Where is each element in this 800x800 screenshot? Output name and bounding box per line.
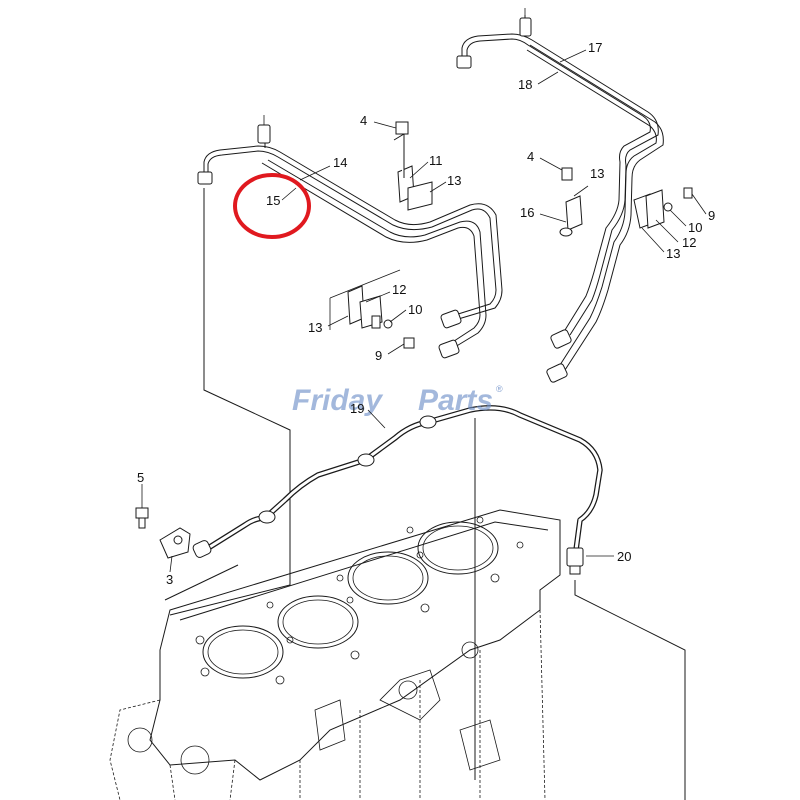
callout-17: 17 — [588, 40, 602, 55]
callout-4-right: 4 — [527, 149, 534, 164]
callout-20: 20 — [617, 549, 631, 564]
callout-10-right: 10 — [688, 220, 702, 235]
callout-19: 19 — [350, 401, 364, 416]
leader-lines — [141, 49, 707, 573]
callout-3: 3 — [166, 572, 173, 587]
clamp-bracket-right — [559, 167, 693, 237]
injection-pipe-set-right — [456, 8, 664, 383]
watermark-text-b: Parts — [418, 384, 493, 417]
callout-14: 14 — [333, 155, 347, 170]
watermark-registered: ® — [496, 384, 503, 394]
leak-off-pipe — [135, 405, 603, 575]
clamp-bracket-mid — [329, 269, 415, 349]
reference-lines — [164, 188, 686, 800]
callout-5: 5 — [137, 470, 144, 485]
callout-13-right: 13 — [590, 166, 604, 181]
engine-block — [109, 509, 561, 800]
callout-18: 18 — [518, 77, 532, 92]
callout-10-mid: 10 — [408, 302, 422, 317]
callout-16: 16 — [520, 205, 534, 220]
callout-labels: 15 14 4 11 13 12 10 13 9 4 13 16 9 10 12… — [137, 40, 715, 587]
callout-13-top: 13 — [447, 173, 461, 188]
callout-13-right-lower: 13 — [666, 246, 680, 261]
callout-12-right: 12 — [682, 235, 696, 250]
callout-4-left: 4 — [360, 113, 367, 128]
callout-15: 15 — [266, 193, 280, 208]
watermark: Friday Parts ® — [292, 384, 503, 417]
callout-12-mid: 12 — [392, 282, 406, 297]
callout-13-mid: 13 — [308, 320, 322, 335]
callout-11: 11 — [429, 153, 443, 168]
injection-pipe-set-left — [197, 115, 503, 359]
watermark-text-a: Friday — [292, 384, 383, 417]
highlight-circle — [233, 173, 311, 239]
clamp-bracket-upper-left — [393, 121, 433, 211]
callout-9-mid: 9 — [375, 348, 382, 363]
callout-9-right: 9 — [708, 208, 715, 223]
